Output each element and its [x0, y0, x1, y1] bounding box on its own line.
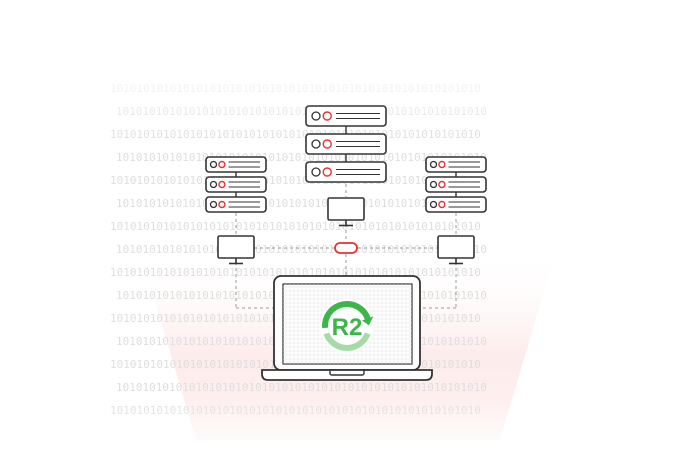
monitor-right — [437, 235, 475, 265]
binary-row: 1010101010101010101010101010101010101010… — [110, 220, 481, 233]
monitor-center — [327, 197, 365, 227]
server-rack-right — [425, 156, 487, 213]
binary-row: 1010101010101010101010101010101010101010… — [116, 381, 487, 394]
server-unit — [425, 196, 487, 213]
server-unit — [425, 156, 487, 173]
connector-icon — [334, 242, 358, 254]
server-unit — [425, 176, 487, 193]
server-unit — [205, 176, 267, 193]
server-unit — [205, 156, 267, 173]
r2-logo-icon: R2 — [320, 299, 374, 353]
binary-row: 1010101010101010101010101010101010101010… — [116, 105, 487, 118]
connection-lines — [235, 184, 457, 309]
monitor-left — [217, 235, 255, 265]
server-rack-left — [205, 156, 267, 213]
server-racks — [205, 105, 487, 213]
server-unit — [305, 133, 387, 155]
binary-row: 1010101010101010101010101010101010101010… — [110, 128, 481, 141]
r2-logo-text: R2 — [332, 314, 363, 341]
binary-row: 1010101010101010101010101010101010101010… — [110, 404, 481, 417]
server-unit — [205, 196, 267, 213]
binary-row: 1010101010101010101010101010101010101010… — [116, 243, 487, 256]
server-rack-center — [305, 105, 387, 183]
server-unit — [305, 161, 387, 183]
binary-row: 1010101010101010101010101010101010101010… — [110, 82, 481, 95]
server-unit — [305, 105, 387, 127]
